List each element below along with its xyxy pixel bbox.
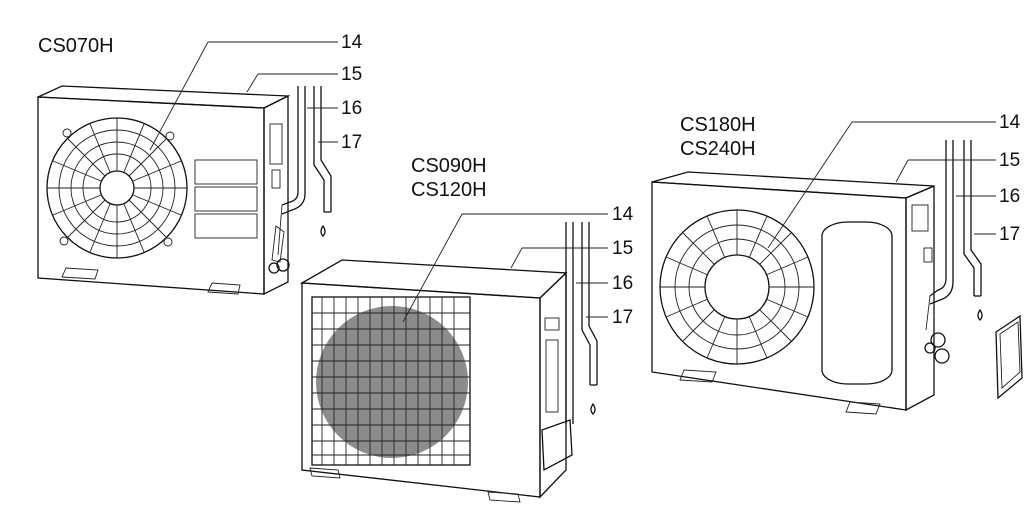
model-name: CS120H: [411, 179, 487, 201]
model-name: CS180H: [680, 114, 756, 136]
callout-number: 16: [612, 273, 634, 294]
callout-number: 17: [341, 132, 363, 153]
outdoor-unit-cs180h-cs240h: [651, 121, 1023, 415]
callout-number: 14: [612, 204, 634, 225]
callout-number: 15: [612, 238, 634, 259]
water-drop-icon: [590, 402, 596, 415]
water-drop-icon: [977, 308, 983, 321]
callout-number: 16: [999, 186, 1021, 207]
model-name: CS240H: [680, 138, 756, 160]
water-drop-icon: [320, 224, 326, 237]
callout-number: 16: [341, 98, 363, 119]
callout-number: 14: [341, 32, 363, 53]
callout-number: 15: [999, 150, 1021, 171]
model-label-cs090h-cs120h: CS090H CS120H: [411, 154, 487, 202]
refrigerant-pipe-icon: [268, 86, 306, 274]
callout-number: 15: [341, 64, 363, 85]
callout-number: 14: [999, 112, 1021, 133]
drain-hose-icon: [313, 86, 332, 213]
fan-grille-icon: [46, 117, 188, 259]
outdoor-unit-cs070h: [37, 41, 338, 296]
callout-number: 17: [999, 224, 1021, 245]
model-name: CS070H: [38, 35, 114, 57]
model-label-cs070h: CS070H: [38, 34, 114, 58]
model-label-cs180h-cs240h: CS180H CS240H: [680, 113, 756, 161]
model-name: CS090H: [411, 155, 487, 177]
fan-grille-icon: [659, 209, 815, 365]
outdoor-unit-cs090h-cs120h: [299, 213, 608, 503]
callout-number: 17: [612, 307, 634, 328]
